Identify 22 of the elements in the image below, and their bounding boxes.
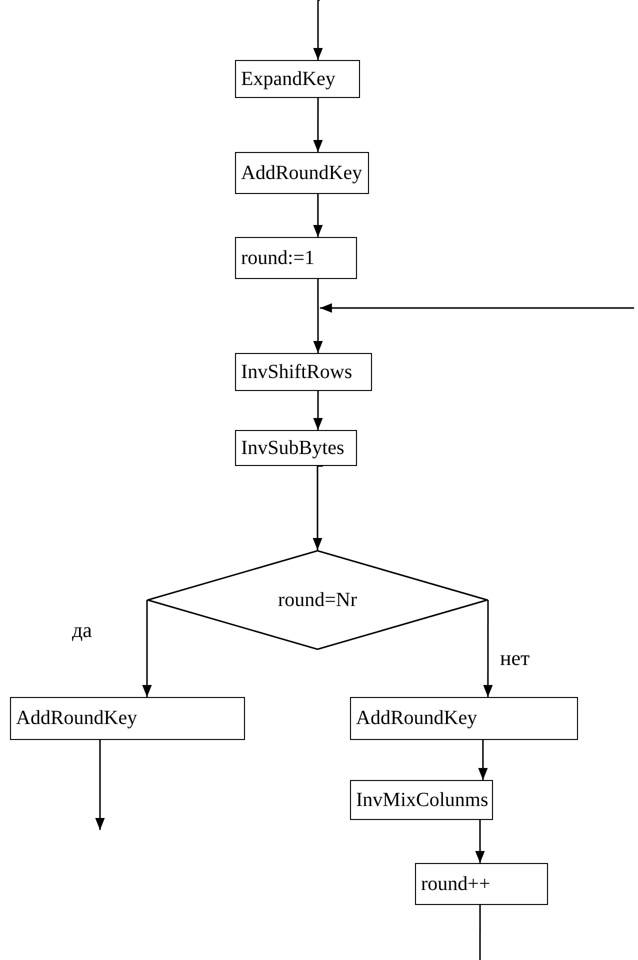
process-box: InvShiftRows [235, 353, 372, 391]
process-box: AddRoundKey [10, 697, 245, 740]
process-box: ExpandKey [235, 60, 360, 98]
process-box: InvMixColunms [350, 780, 493, 820]
decision-diamond: round=Nr [147, 550, 488, 650]
arrow [95, 740, 105, 830]
arrow [313, 194, 323, 237]
process-box: AddRoundKey [235, 152, 369, 194]
arrow [483, 600, 493, 697]
arrow [478, 740, 488, 780]
process-box: InvSubBytes [235, 430, 357, 466]
arrow [313, 391, 323, 430]
process-box: AddRoundKey [350, 697, 578, 740]
arrow [313, 98, 323, 152]
arrow [313, 279, 323, 353]
arrow [142, 600, 152, 697]
process-box: round:=1 [235, 237, 357, 279]
arrow [475, 820, 485, 863]
arrow [312, 465, 323, 550]
arrow [320, 303, 634, 313]
arrow [313, 0, 323, 60]
process-box: round++ [415, 863, 548, 905]
